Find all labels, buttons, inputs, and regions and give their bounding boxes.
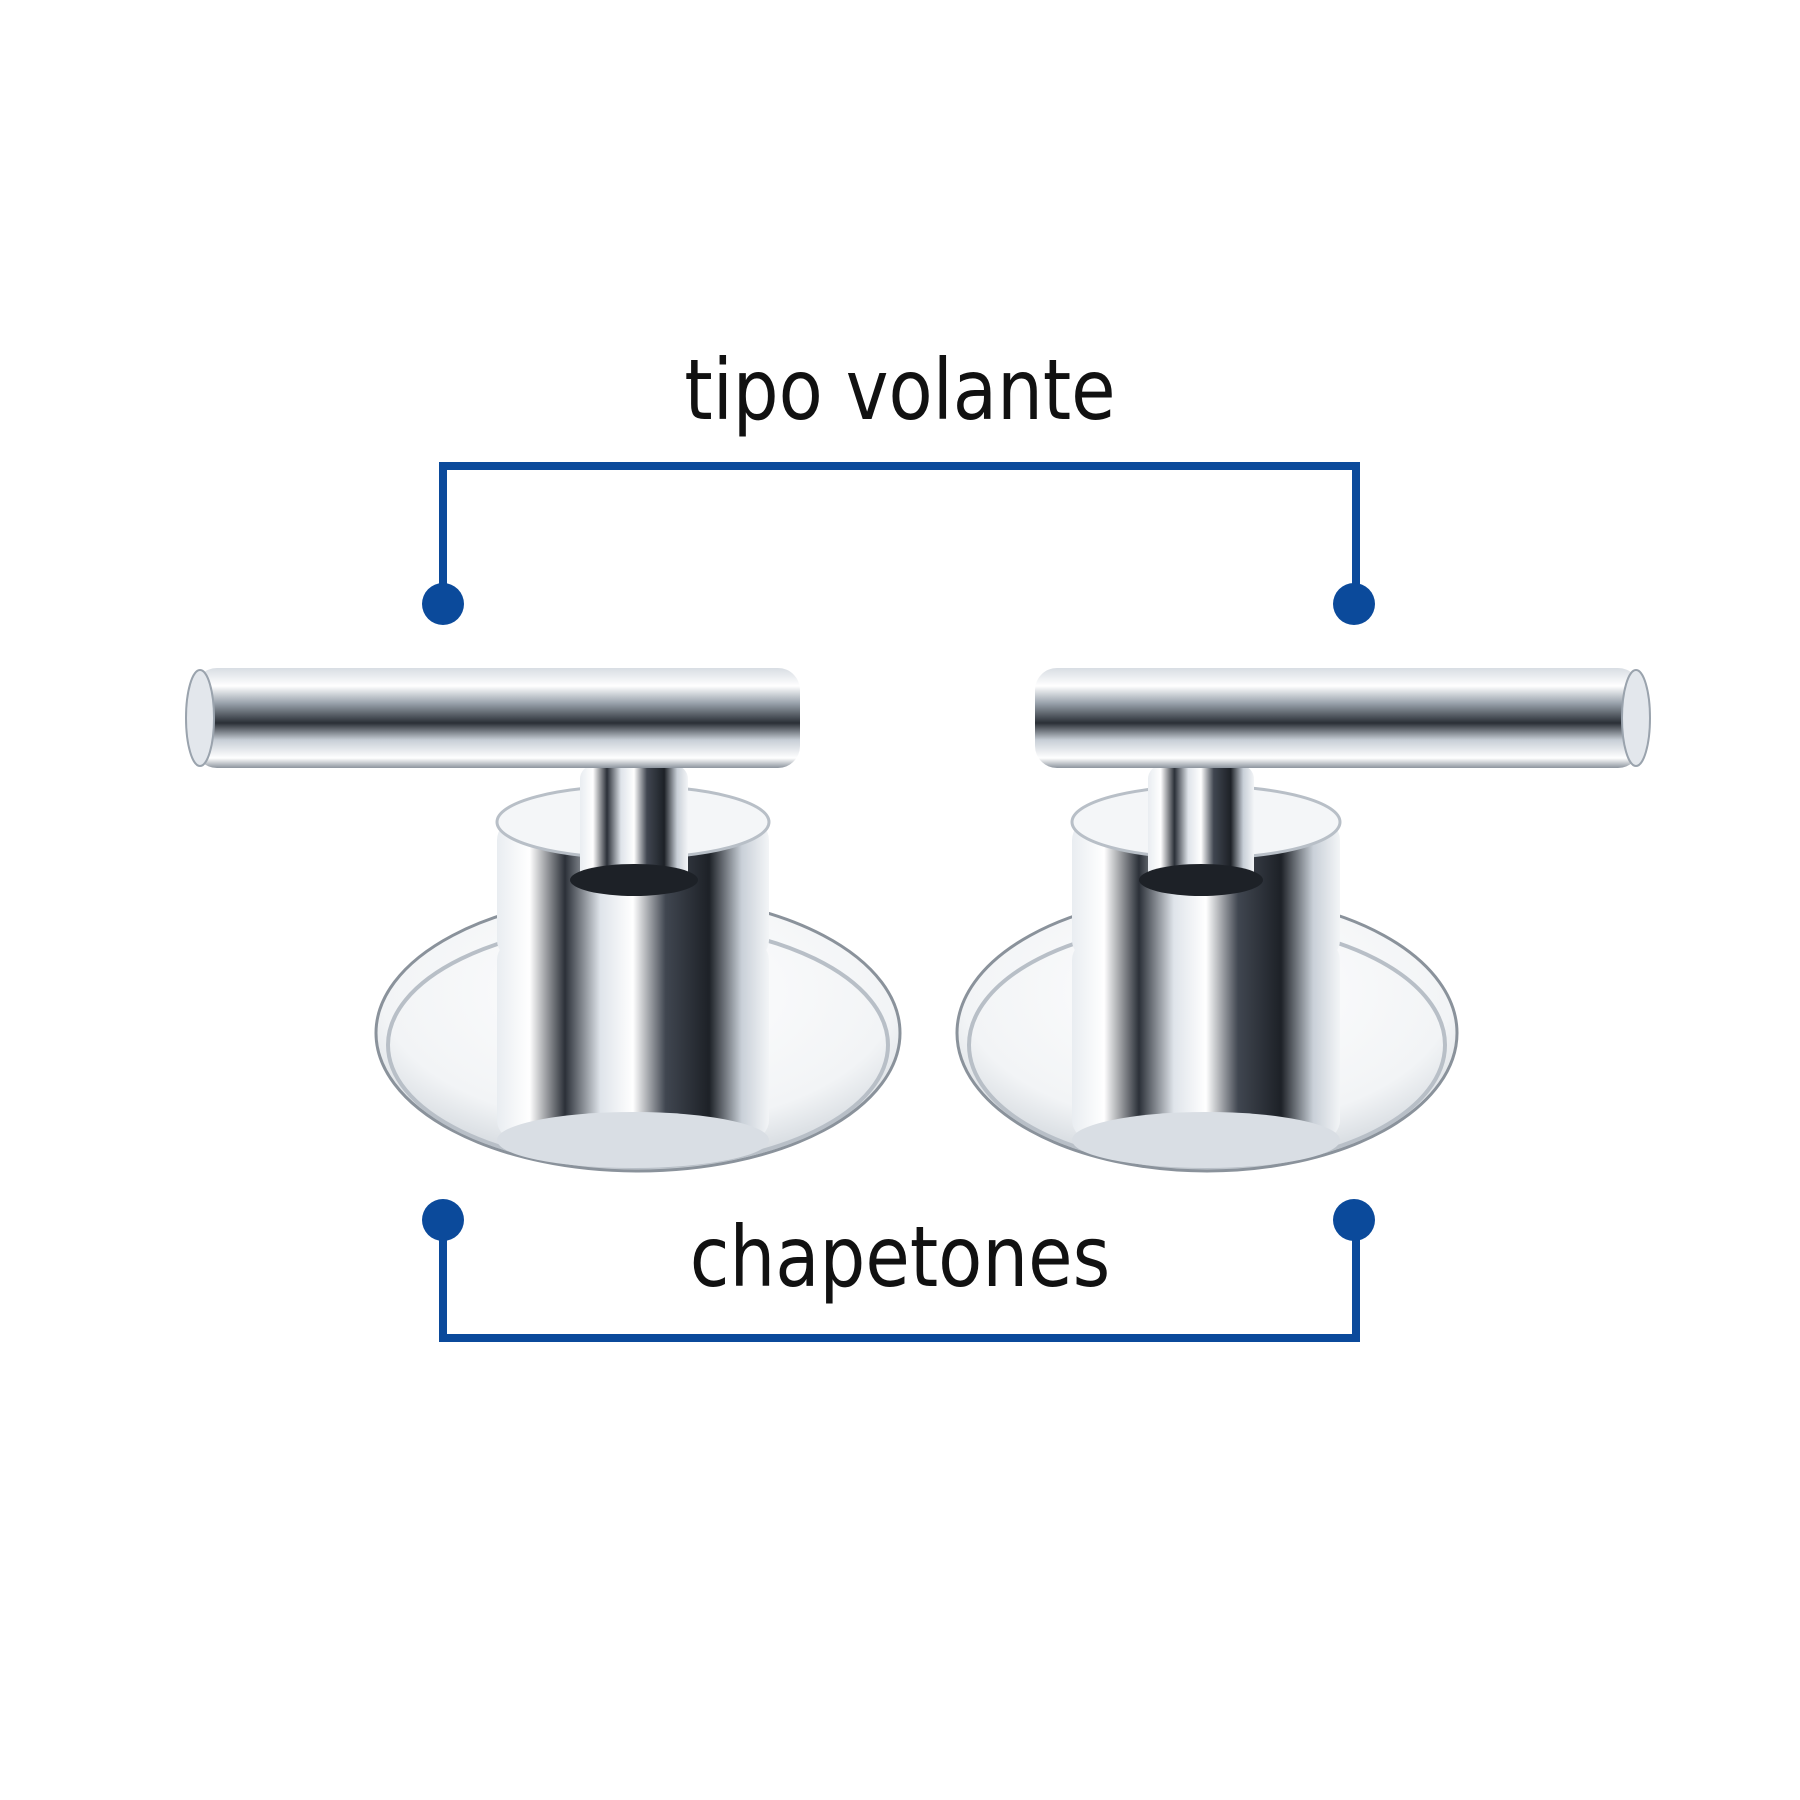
top-bracket-line — [439, 462, 1360, 600]
left-stem — [580, 765, 688, 890]
top-bracket — [422, 462, 1375, 625]
left-lever — [195, 668, 800, 768]
right-lever — [1035, 668, 1640, 768]
left-stem-ring — [570, 864, 698, 896]
right-stem — [1148, 765, 1254, 890]
bottom-bracket-right-dot — [1333, 1199, 1375, 1241]
label-tipo-volante: tipo volante — [684, 341, 1116, 439]
left-faucet-handle — [185, 668, 902, 1173]
bottom-bracket-left-dot — [422, 1199, 464, 1241]
bottom-bracket — [422, 1199, 1375, 1342]
right-body-lower-bottom — [1072, 1112, 1340, 1168]
label-chapetones: chapetones — [689, 1208, 1111, 1306]
right-stem-ring — [1139, 864, 1263, 896]
left-body-lower — [497, 940, 769, 1140]
left-body-lower-bottom — [497, 1112, 769, 1168]
bottom-bracket-line — [439, 1222, 1360, 1342]
right-lever-end — [1621, 669, 1651, 767]
top-bracket-right-dot — [1333, 583, 1375, 625]
top-bracket-left-dot — [422, 583, 464, 625]
right-faucet-handle — [955, 668, 1651, 1173]
left-lever-end — [185, 669, 215, 767]
right-body-lower — [1072, 940, 1340, 1140]
